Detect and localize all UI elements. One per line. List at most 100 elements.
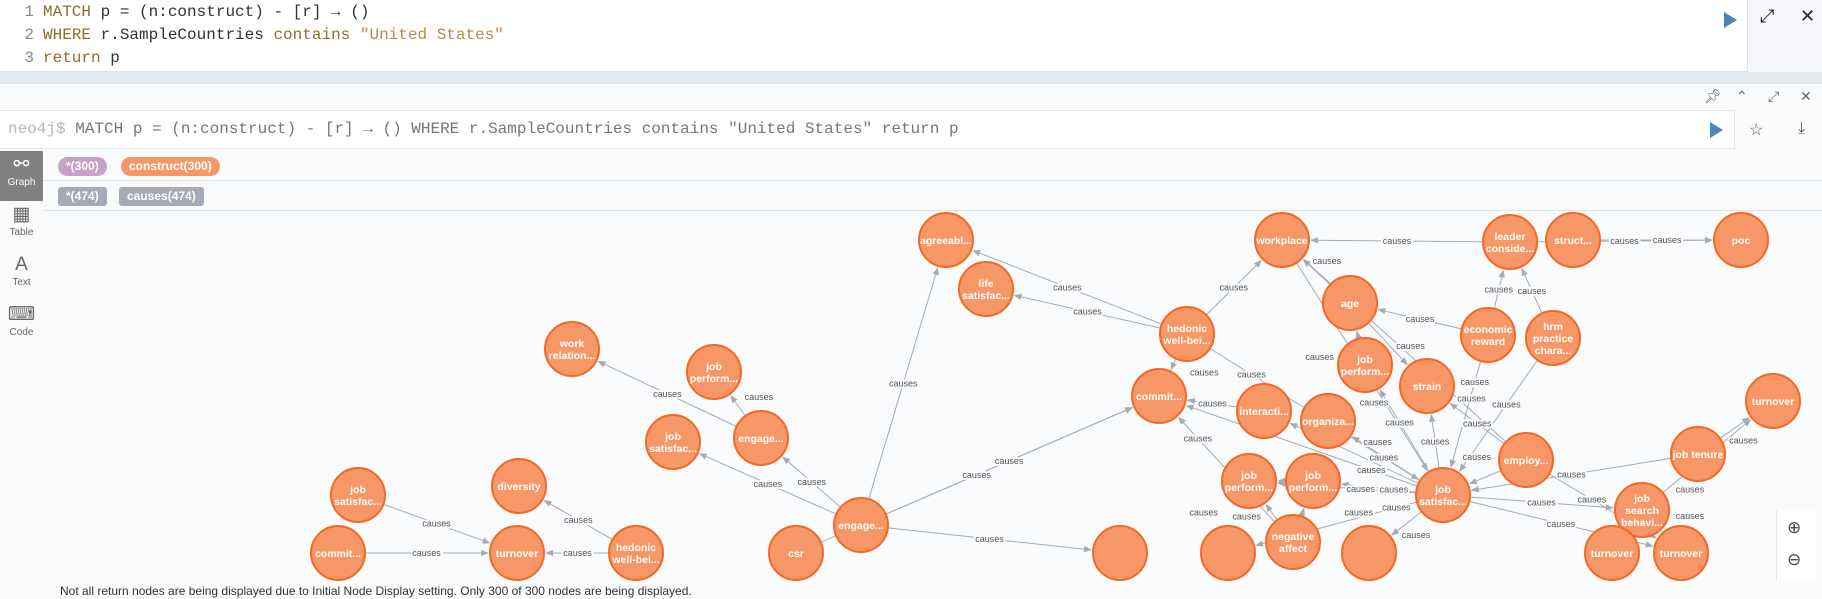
node-circle[interactable] [1322, 275, 1378, 331]
node-circle[interactable] [645, 414, 701, 470]
graph-node[interactable]: struct... [1545, 212, 1601, 268]
graph-node[interactable]: jobsatisfac... [645, 414, 701, 470]
relationship-line[interactable] [1186, 397, 1238, 408]
node-circle[interactable] [918, 212, 974, 268]
pin-icon[interactable]: 📌︎ [1704, 88, 1722, 104]
node-circle[interactable] [1285, 453, 1341, 509]
node-circle[interactable] [330, 467, 386, 523]
graph-node[interactable]: agreeabl... [918, 212, 974, 268]
relationship-line[interactable] [1205, 259, 1262, 316]
node-circle[interactable] [1236, 383, 1292, 439]
relationship-line[interactable] [597, 360, 737, 427]
view-tab-code[interactable]: ⌨Code [0, 301, 43, 351]
node-circle[interactable] [1584, 525, 1640, 581]
relationship-line[interactable] [1429, 413, 1440, 469]
zoom-out-icon[interactable]: ⊖ [1787, 550, 1802, 569]
graph-node[interactable]: jobperform... [686, 344, 742, 400]
fullscreen-icon[interactable]: ⤢ [1768, 88, 1780, 104]
relationship-line[interactable] [782, 456, 841, 508]
node-circle[interactable] [1498, 432, 1554, 488]
graph-node[interactable] [1200, 525, 1256, 581]
node-circle[interactable] [310, 525, 366, 581]
graph-node[interactable] [1092, 525, 1148, 581]
graph-node[interactable]: jobsatisfac... [330, 467, 386, 523]
relationship-line[interactable] [383, 503, 491, 544]
graph-node[interactable]: jobsearchbehavi... [1614, 482, 1670, 538]
graph-node[interactable]: commit... [310, 525, 366, 581]
relationship-line[interactable] [1341, 481, 1417, 493]
relationship-type-pill[interactable]: *(474) [58, 187, 107, 206]
graph-node[interactable]: engage... [833, 497, 889, 553]
graph-node[interactable]: strain [1399, 358, 1455, 414]
favorite-star-icon[interactable]: ☆ [1749, 122, 1764, 139]
relationship-line[interactable] [972, 250, 1163, 325]
relationship-line[interactable] [1379, 389, 1430, 473]
node-circle[interactable] [1200, 525, 1256, 581]
close-frame-icon[interactable]: ✕ [1800, 88, 1812, 104]
node-circle[interactable] [1653, 525, 1709, 581]
node-circle[interactable] [958, 261, 1014, 317]
relationship-line[interactable] [698, 453, 837, 515]
node-circle[interactable] [1300, 393, 1356, 449]
relationship-line[interactable] [1469, 496, 1614, 511]
relationship-line[interactable] [543, 499, 613, 541]
node-circle[interactable] [1092, 525, 1148, 581]
graph-node[interactable]: job tenure [1670, 426, 1726, 482]
node-circle[interactable] [1159, 306, 1215, 362]
graph-node[interactable]: poc [1713, 212, 1769, 268]
graph-node[interactable]: jobperform... [1285, 453, 1341, 509]
relationship-line[interactable] [1367, 322, 1408, 366]
relationship-line[interactable] [1265, 503, 1278, 521]
download-icon[interactable]: ⤓ [1798, 120, 1806, 137]
node-circle[interactable] [1545, 212, 1601, 268]
zoom-in-icon[interactable]: ⊕ [1787, 518, 1802, 537]
relationship-type-pill[interactable]: causes(474) [119, 187, 204, 206]
node-circle[interactable] [1460, 307, 1516, 363]
node-circle[interactable] [1221, 453, 1277, 509]
graph-node[interactable]: jobsatisfac... [1415, 467, 1471, 523]
graph-node[interactable]: age [1322, 275, 1378, 331]
node-circle[interactable] [1341, 525, 1397, 581]
graph-node[interactable]: turnover [489, 525, 545, 581]
graph-node[interactable]: hrmpracticechara... [1525, 310, 1581, 366]
graph-node[interactable]: jobperform... [1337, 337, 1393, 393]
node-label-pill[interactable]: construct(300) [121, 157, 220, 176]
node-circle[interactable] [1670, 426, 1726, 482]
node-label-pill[interactable]: *(300) [58, 157, 107, 176]
graph-node[interactable]: diversity [491, 458, 547, 514]
close-editor-icon[interactable]: ✕ [1800, 6, 1816, 26]
run-query-button[interactable] [1724, 12, 1737, 28]
relationship-line[interactable] [1185, 404, 1418, 487]
node-circle[interactable] [1265, 514, 1321, 570]
relationship-line[interactable] [1470, 457, 1672, 493]
graph-node[interactable]: commit... [1131, 368, 1187, 424]
relationship-line[interactable] [1377, 308, 1462, 330]
node-circle[interactable] [544, 321, 600, 377]
node-circle[interactable] [1525, 310, 1581, 366]
graph-node[interactable]: leaderconside... [1482, 214, 1538, 270]
graph-node[interactable]: turnover [1653, 525, 1709, 581]
relationship-line[interactable] [1351, 436, 1421, 481]
graph-node[interactable]: interacti... [1236, 383, 1292, 439]
node-circle[interactable] [1337, 337, 1393, 393]
view-tab-graph[interactable]: ⚯Graph [0, 151, 43, 201]
frame-query[interactable]: neo4j$ MATCH p = (n:construct) - [r] → (… [0, 110, 1735, 149]
view-tab-table[interactable]: ▦Table [0, 201, 43, 251]
relationship-line[interactable] [1013, 293, 1161, 329]
graph-node[interactable]: hedonicwell-bei... [608, 525, 664, 581]
relationship-line[interactable] [1459, 359, 1538, 472]
expand-editor-icon[interactable]: ⤢ [1760, 6, 1775, 26]
relationship-line[interactable] [1310, 237, 1484, 244]
node-circle[interactable] [1254, 212, 1310, 268]
node-circle[interactable] [1482, 214, 1538, 270]
graph-node[interactable]: workplace [1254, 212, 1310, 268]
relationship-line[interactable] [1391, 511, 1423, 536]
graph-node[interactable]: lifesatisfac... [958, 261, 1014, 317]
relationship-line[interactable] [1521, 267, 1543, 314]
node-circle[interactable] [733, 410, 789, 466]
